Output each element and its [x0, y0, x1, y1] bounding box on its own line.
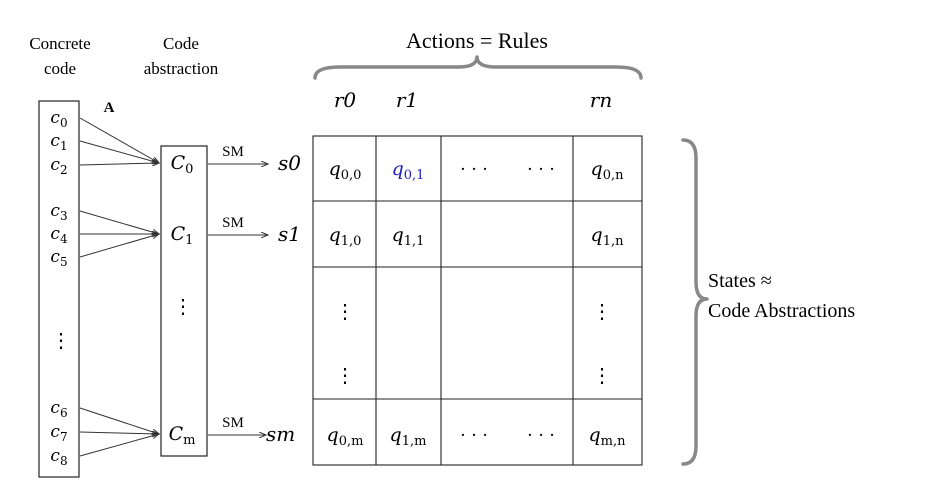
mapping-arrow [79, 140, 159, 163]
table-cell-q-1,0: q1,0 [329, 224, 362, 249]
concrete-code-box [38, 100, 80, 478]
rule-header-r1: r1 [396, 88, 418, 112]
table-cell-q-0,1: q0,1 [392, 158, 425, 183]
table-cell-q-0,n: q0,n [591, 158, 625, 183]
table-cell-ellipsis: · · · [527, 425, 555, 446]
rule-header-rn: rn [590, 88, 612, 112]
table-cell-q-0,0: q0,0 [329, 158, 362, 183]
state-label-s1: s1 [278, 222, 301, 246]
concrete-item-4: c4 [50, 224, 68, 246]
abstraction-header-line1: Code [163, 34, 199, 53]
mapping-lines [79, 117, 159, 457]
table-cell-q-1,1: q1,1 [392, 224, 425, 249]
rule-header-r0: r0 [334, 88, 357, 112]
q-table-border [312, 135, 643, 466]
q-cells: q0,0 q0,1 · · · · · · q0,n q1,0 q1,1 q1,n q0,m q1… [327, 158, 627, 449]
mapping-arrow [79, 117, 159, 163]
mapping-arrow [79, 407, 159, 434]
concrete-item-1: c1 [50, 131, 67, 153]
vdots: ⋮ [335, 365, 355, 387]
sm-label: SM [222, 215, 244, 231]
concrete-item-2: c2 [50, 155, 67, 177]
abstraction-map-label: A [104, 100, 115, 116]
q-table-vdots: ⋮ ⋮ ⋮ ⋮ [335, 301, 612, 387]
table-cell-ellipsis: · · · [460, 159, 488, 180]
concrete-item-8: c8 [50, 446, 67, 468]
concrete-item-3: c3 [50, 201, 67, 223]
concrete-item-7: c7 [50, 422, 67, 444]
table-cell-q-1,n: q1,n [591, 224, 625, 249]
mapping-arrow [79, 434, 159, 457]
table-cell-q-0,m: q0,m [327, 424, 364, 449]
table-cell-ellipsis: · · · [460, 425, 488, 446]
vdots: ⋮ [335, 301, 355, 323]
actions-brace [313, 55, 643, 80]
actions-header: Actions = Rules [406, 28, 548, 53]
states-label-line2: Code Abstractions [708, 300, 855, 322]
concrete-item-5: c5 [50, 247, 67, 269]
mapping-arrow [79, 163, 159, 165]
sm-label: SM [222, 415, 244, 431]
state-label-sm: sm [266, 422, 295, 446]
table-cell-q-m,n: qm,n [588, 424, 626, 449]
concrete-header-line1: Concrete [29, 34, 90, 53]
state-label-s0: s0 [278, 151, 301, 175]
concrete-vdots: ⋮ [51, 330, 71, 352]
table-cell-q-1,m: q1,m [390, 424, 427, 449]
concrete-item-0: c0 [50, 108, 67, 130]
mapping-arrow [79, 210, 159, 234]
mapping-arrow [79, 234, 159, 258]
vdots: ⋮ [592, 301, 612, 323]
abstraction-vdots: ⋮ [173, 296, 193, 318]
states-brace [681, 138, 709, 466]
mapping-arrow [79, 432, 159, 434]
rule-headers: r0 r1 rn [334, 88, 612, 112]
abstraction-item-m: Cm [169, 423, 196, 448]
concrete-header-line2: code [44, 59, 76, 78]
vdots: ⋮ [592, 365, 612, 387]
concrete-item-6: c6 [50, 398, 67, 420]
abstraction-header-line2: abstraction [144, 59, 219, 78]
sm-label: SM [222, 144, 244, 160]
table-cell-ellipsis: · · · [527, 159, 555, 180]
abstraction-box [160, 145, 208, 457]
abstraction-item-0: C0 [171, 152, 194, 177]
abstraction-item-1: C1 [171, 223, 194, 248]
states-label-line1: States ≈ [708, 270, 772, 292]
q-table [312, 135, 643, 466]
